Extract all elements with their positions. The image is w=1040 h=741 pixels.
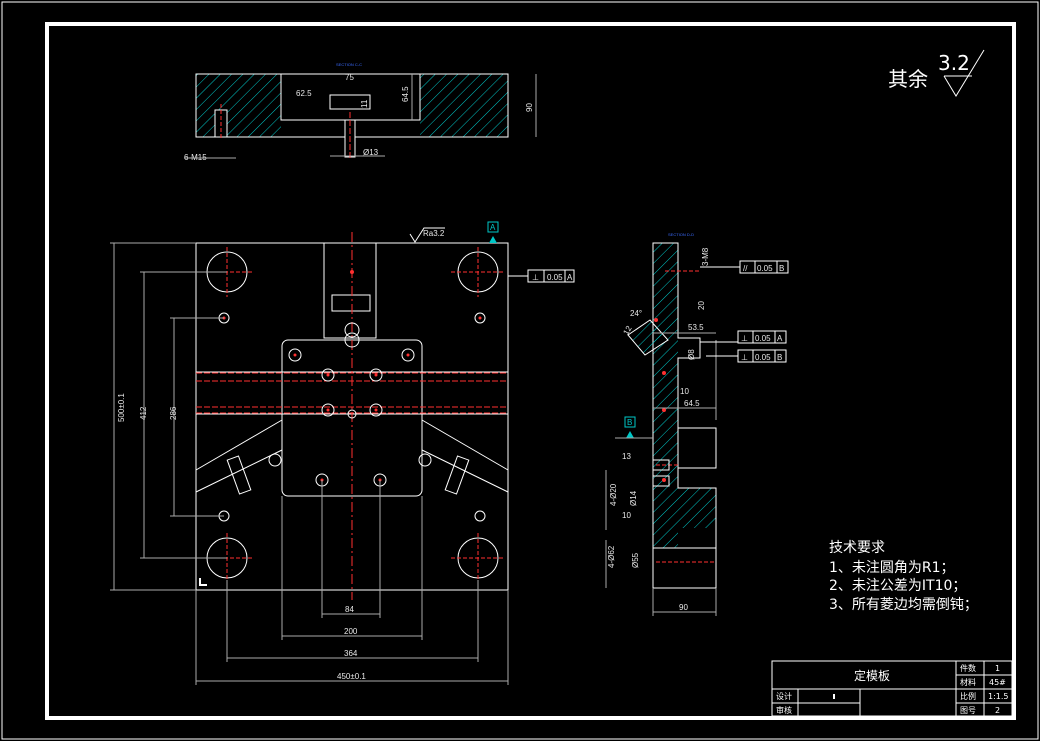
dim-90-top: 90 — [525, 103, 534, 112]
dim-4phi20: 4-Ø20 — [609, 483, 618, 506]
dim-10: 10 — [680, 387, 689, 396]
tol-perp-a2-datum: A — [777, 334, 783, 343]
dim-450: 450±0.1 — [337, 672, 366, 681]
surface-roughness-mark: Ra3.2 — [423, 229, 445, 238]
tol-perp-b-symbol: ⊥ — [741, 353, 748, 362]
roughness-value: 3.2 — [938, 51, 970, 75]
dim-phi14: Ø14 — [629, 490, 638, 506]
dim-286: 286 — [169, 406, 178, 420]
dim-84: 84 — [345, 605, 354, 614]
tol-frame-perp-b: ⊥ 0.05 B — [706, 349, 787, 363]
dim-10b: 10 — [622, 511, 631, 520]
dim-90-side: 90 — [679, 603, 688, 612]
designer-label: 设计 — [776, 691, 792, 701]
material-label: 材料 — [960, 677, 976, 687]
roughness-symbol: 其余 3.2 — [888, 49, 985, 97]
technical-requirements: 技术要求 1、未注圆角为R1； 2、未注公差为IT10； 3、所有菱边均需倒钝； — [829, 540, 978, 613]
checker-label: 审核 — [776, 705, 792, 715]
side-section-view: SECTION D-D 3-M8 24° 20 53.5 12 Ø8 10 64… — [605, 232, 789, 616]
dim-62-5: 62.5 — [296, 89, 312, 98]
section-label-top: SECTION C-C — [336, 62, 362, 67]
datum-b-label: B — [627, 418, 632, 427]
dim-4phi62: 4-Ø62 — [607, 545, 616, 568]
tol-par-b-value: 0.05 — [757, 264, 773, 273]
tech-note-2: 2、未注公差为IT10； — [829, 578, 966, 594]
scale-label: 比例 — [960, 691, 976, 701]
inner-border — [45, 22, 1016, 720]
count-value: 1 — [995, 664, 1000, 673]
tech-notes-title: 技术要求 — [829, 540, 885, 556]
title-block — [771, 660, 1013, 717]
tol-perp-a2-value: 0.05 — [755, 334, 771, 343]
dim-75: 75 — [345, 73, 354, 82]
main-front-view: 500±0.1 412 286 84 200 364 450±0.1 A Ra3… — [110, 221, 575, 685]
tol-par-b-symbol: // — [743, 264, 748, 273]
top-section-view: SECTION C-C 75 62.5 11 64.5 90 6-M15 Ø13 — [184, 62, 537, 162]
dim-53-5: 53.5 — [688, 323, 704, 332]
tol-perp-a-symbol: ⊥ — [532, 273, 539, 282]
dim-phi55: Ø55 — [631, 552, 640, 568]
dim-200: 200 — [344, 627, 358, 636]
count-label: 件数 — [960, 663, 976, 673]
tol-perp-a-value: 0.05 — [547, 273, 563, 282]
tech-note-1: 1、未注圆角为R1； — [829, 560, 955, 576]
dim-phi8: Ø8 — [687, 349, 696, 360]
tol-par-b-datum: B — [779, 264, 784, 273]
tol-perp-a2-symbol: ⊥ — [741, 334, 748, 343]
dim-bore: Ø13 — [363, 148, 379, 157]
tol-perp-b-value: 0.05 — [755, 353, 771, 362]
datum-a-label: A — [490, 223, 496, 232]
dim-64-5: 64.5 — [401, 86, 410, 102]
roughness-label: 其余 — [888, 67, 928, 91]
dim-412: 412 — [139, 406, 148, 420]
drawing-value: 2 — [995, 706, 1000, 715]
dim-500: 500±0.1 — [117, 393, 126, 422]
dim-13: 13 — [622, 452, 631, 461]
scale-value: 1:1.5 — [988, 692, 1009, 701]
dim-11: 11 — [360, 99, 369, 108]
tol-frame-perp-a2: ⊥ 0.05 A — [700, 330, 787, 344]
section-label-side: SECTION D-D — [668, 232, 694, 237]
tol-perp-b-datum: B — [777, 353, 782, 362]
dim-64-5-side: 64.5 — [684, 399, 700, 408]
drawing-label: 图号 — [960, 706, 976, 715]
material-value: 45# — [989, 678, 1006, 687]
tech-note-3: 3、所有菱边均需倒钝； — [829, 597, 978, 613]
part-name: 定模板 — [854, 668, 890, 683]
dim-20: 20 — [697, 301, 706, 310]
dim-364: 364 — [344, 649, 358, 658]
tol-perp-a-datum: A — [567, 273, 573, 282]
tol-frame-parallel-b: // 0.05 B — [700, 260, 789, 274]
dim-24deg: 24° — [630, 309, 642, 318]
dim-3m8: 3-M8 — [701, 247, 710, 266]
